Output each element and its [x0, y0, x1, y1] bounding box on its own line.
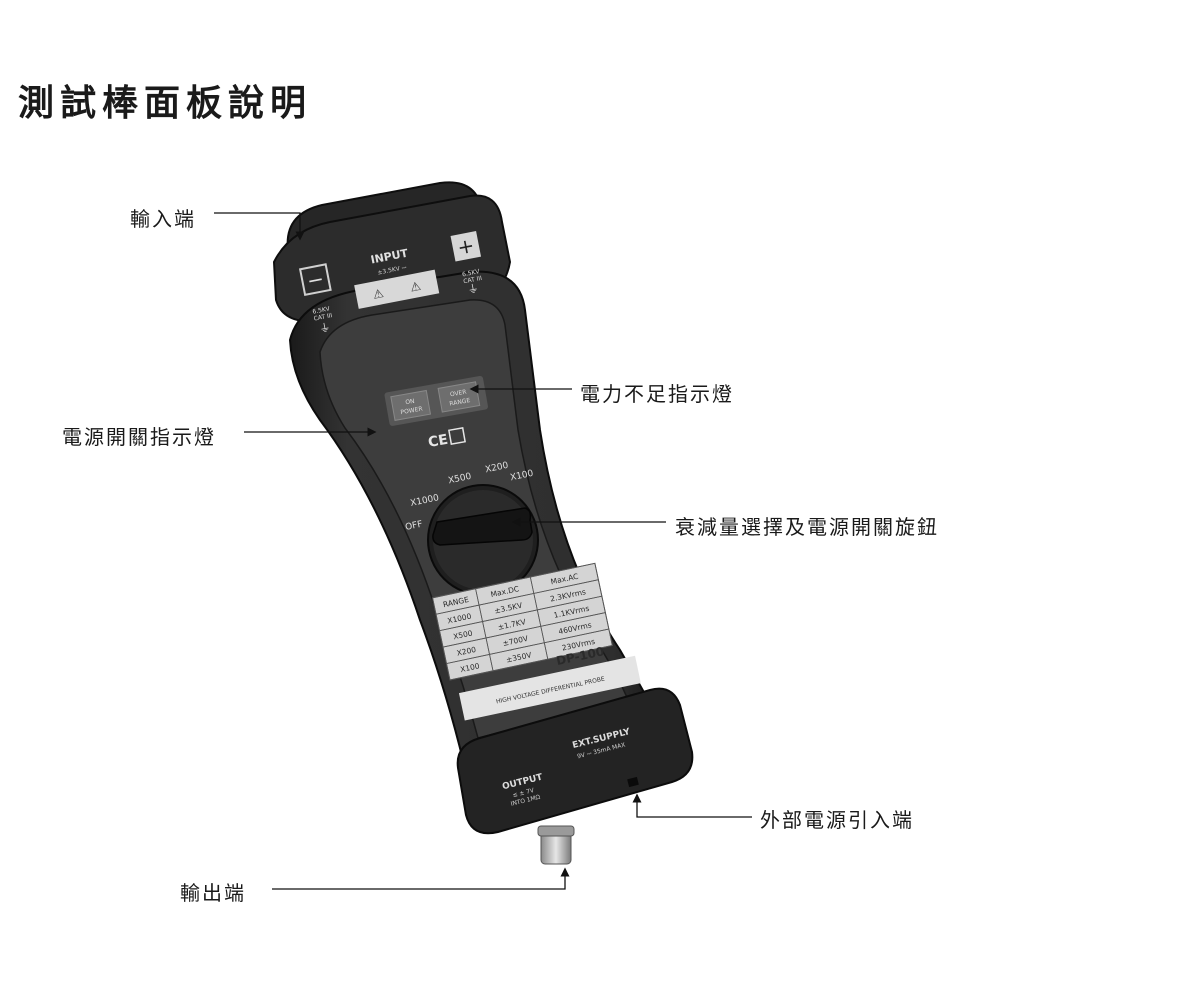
double-insulation-icon: [448, 427, 466, 445]
callout-output-terminal: 輸出端: [180, 881, 246, 905]
ground-icon-right: ⏚: [466, 282, 479, 297]
spec-table-cell: X100: [459, 661, 480, 674]
callout-low-battery-indicator: 電力不足指示燈: [580, 382, 734, 406]
callout-input-terminal: 輸入端: [130, 207, 196, 231]
leader-lines: [214, 212, 752, 890]
dial-label-x200: X200: [484, 461, 509, 476]
dial-label-x100: X100: [509, 469, 534, 484]
power-led: [390, 389, 432, 421]
ext-supply-jack: [627, 776, 639, 788]
cat-right-category: CAT III: [463, 275, 483, 285]
warning-triangle-icon-right: ⚠: [409, 279, 422, 295]
leader-output: [272, 867, 570, 890]
plus-terminal-box: [450, 231, 482, 262]
bnc-collar: [537, 825, 575, 837]
cat-right-voltage: 6.5KV: [462, 268, 481, 278]
output-cap: [456, 687, 694, 835]
over-range-led: [437, 381, 481, 413]
spec-table: RANGEMax.DCMax.ACX1000±3.5KV2.3KVrmsX500…: [431, 562, 613, 681]
led-panel: ON POWER OVER RANGE: [384, 375, 488, 426]
callout-attenuation-knob: 衰減量選擇及電源開關旋鈕: [675, 515, 939, 539]
plus-symbol: +: [455, 233, 476, 260]
knob-grip[interactable]: [432, 507, 533, 546]
warning-triangle-icon-left: ⚠: [372, 286, 385, 302]
ce-mark: CE: [427, 432, 449, 451]
spec-table-cell: X500: [452, 628, 473, 641]
description-strip: [458, 655, 641, 721]
attenuation-knob[interactable]: [427, 484, 539, 596]
callout-ext-supply: 外部電源引入端: [760, 808, 914, 832]
over-range-label-over: OVER: [449, 389, 467, 399]
power-led-label-power: POWER: [400, 405, 423, 416]
minus-terminal-box: [298, 263, 332, 297]
dial-label-off: OFF: [404, 520, 423, 533]
dial-label-x500: X500: [447, 472, 472, 487]
ground-icon-left: ⏚: [318, 321, 331, 336]
minus-symbol: −: [305, 266, 326, 293]
leader-input: [214, 212, 305, 241]
spec-table-cell: X200: [456, 645, 477, 658]
power-led-label-on: ON: [405, 398, 415, 406]
warning-window: [354, 269, 440, 309]
page-title: 測試棒面板說明: [18, 83, 313, 124]
callout-power-indicator: 電源開關指示燈: [62, 425, 216, 449]
spec-table-cell-border: [543, 628, 613, 660]
over-range-label-range: RANGE: [449, 397, 471, 408]
cat-left-category: CAT III: [313, 312, 333, 322]
leader-ext-supply: [632, 793, 752, 818]
cat-left-voltage: 6.5KV: [312, 305, 331, 315]
